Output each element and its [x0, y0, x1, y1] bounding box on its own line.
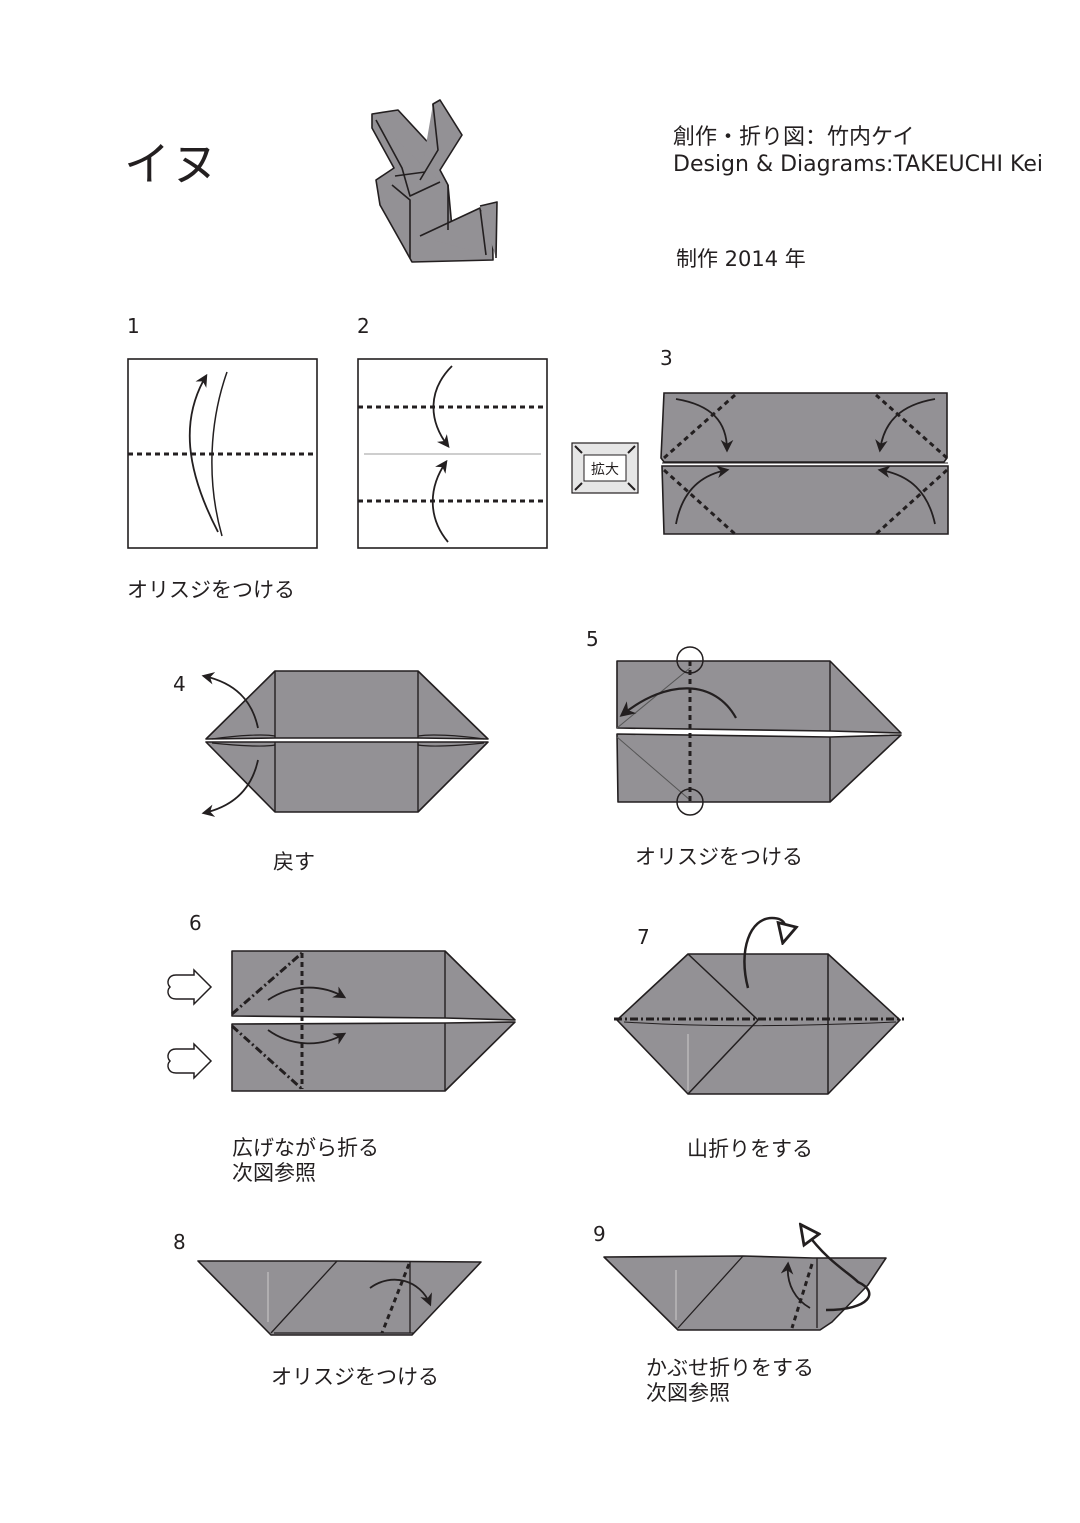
step-1-caption: オリスジをつける: [127, 578, 295, 602]
step-2-diagram: [357, 358, 548, 549]
enlarge-badge-label: 拡大: [591, 462, 619, 478]
step-5-diagram: [616, 646, 902, 816]
step-2-number: 2: [357, 314, 370, 338]
credit-jp: 創作・折り図：竹内ケイ: [673, 125, 915, 150]
step-3-arrow-bottom-left: [675, 465, 730, 525]
step-1-number: 1: [127, 314, 140, 338]
step-5-top-half: [616, 660, 902, 734]
step-8-caption: オリスジをつける: [271, 1365, 439, 1389]
step-3-diagram: [660, 392, 949, 536]
step-9-caption: かぶせ折りをする: [646, 1356, 814, 1380]
model-title: イヌ: [124, 137, 220, 191]
step-4-number: 4: [173, 672, 186, 696]
step-9-caption-2: 次図参照: [646, 1381, 730, 1405]
step-5-fold-arrow: [619, 687, 737, 719]
creation-year: 制作 2014 年: [676, 247, 806, 271]
step-8-number: 8: [173, 1230, 186, 1254]
step-5-bottom-half: [616, 733, 902, 803]
step-8-body: [197, 1260, 482, 1336]
step-8-diagram: [197, 1260, 482, 1336]
step-6-top-half: [231, 950, 516, 1021]
step-4-bottom-half: [205, 741, 489, 813]
step-6-caption-2: 次図参照: [232, 1161, 316, 1185]
step-8-fold-arrow: [369, 1278, 432, 1307]
step-4-unfold-arrow-top: [201, 672, 259, 729]
credit-en: Design & Diagrams:TAKEUCHI Kei: [673, 152, 1044, 177]
step-6-push-icon-top: [167, 968, 213, 1006]
step-3-arrow-top-right: [875, 398, 936, 453]
step-2-fold-arrow-down: [432, 365, 453, 448]
step-9-diagram: [603, 1232, 887, 1331]
step-3-arrow-bottom-right: [877, 465, 936, 525]
step-6-bottom-half: [231, 1021, 516, 1092]
step-6-push-icon-bottom: [167, 1042, 213, 1080]
step-1-fold-arrow-path: [211, 371, 228, 537]
step-7-number: 7: [637, 925, 650, 949]
step-6-diagram: [167, 950, 516, 1092]
step-9-valley-fold-line: [790, 1263, 814, 1329]
step-7-mountain-arrow: [743, 916, 785, 989]
step-5-reference-circle-bottom: [676, 788, 704, 816]
step-9-fold-arrow: [780, 1261, 811, 1309]
step-4-caption: 戻す: [273, 850, 315, 874]
step-1-fold-arrow: [188, 373, 219, 533]
step-8-valley-fold-line: [380, 1263, 411, 1334]
step-4-diagram: [201, 670, 489, 817]
step-9-body: [603, 1255, 887, 1331]
step-5-reference-circle-top: [676, 646, 704, 674]
enlarge-badge: 拡大: [571, 442, 639, 494]
step-1-diagram: [127, 358, 318, 549]
step-9-reverse-arrow: [806, 1232, 871, 1312]
step-3-top-flap: [660, 392, 948, 463]
step-3-arrow-top-left: [675, 398, 734, 453]
step-3-bottom-flap: [661, 465, 949, 535]
step-7-diagram: [614, 916, 904, 1095]
step-4-unfold-arrow-bottom: [201, 759, 259, 817]
step-6-number: 6: [189, 911, 202, 935]
step-6-arrow-top: [267, 986, 347, 1001]
step-3-number: 3: [660, 346, 673, 370]
step-2-fold-arrow-up: [431, 459, 449, 543]
step-7-caption: 山折りをする: [687, 1137, 813, 1161]
finished-dog-model: [371, 99, 498, 263]
step-6-caption: 広げながら折る: [232, 1136, 379, 1160]
step-9-number: 9: [593, 1222, 606, 1246]
step-5-number: 5: [586, 627, 599, 651]
step-5-caption: オリスジをつける: [635, 845, 803, 869]
step-6-arrow-bottom: [267, 1029, 347, 1045]
